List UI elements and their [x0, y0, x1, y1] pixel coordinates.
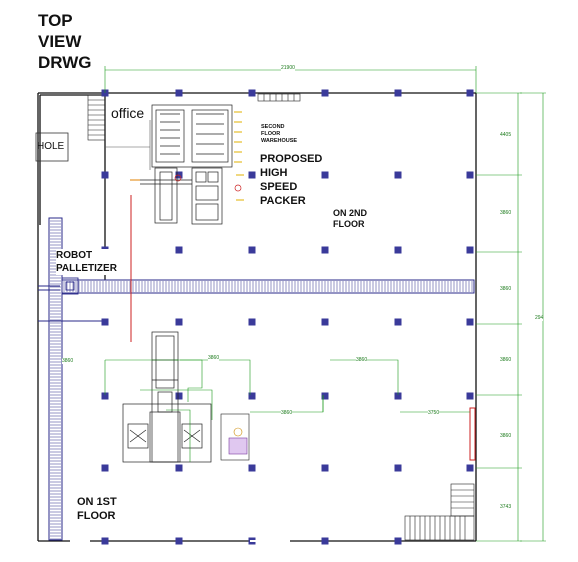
proposed-line-1: PROPOSED: [260, 153, 323, 165]
column: [394, 537, 402, 545]
proposed-line-2: HIGH: [260, 167, 288, 179]
column: [101, 537, 109, 545]
dim-right-3: 3860: [500, 286, 512, 292]
column: [321, 537, 329, 545]
office-label: office: [111, 105, 145, 121]
column: [101, 171, 109, 179]
second-floor-warehouse-label: SECOND FLOOR WAREHOUSE: [261, 124, 297, 145]
column: [321, 171, 329, 179]
dim-right-2: 3860: [500, 210, 512, 216]
column: [175, 464, 183, 472]
first-floor-machine: [122, 331, 212, 463]
dim-mid-1: 3860: [208, 355, 220, 361]
on-1st-line-2: FLOOR: [77, 510, 116, 522]
packer-yellow-marks: [130, 111, 244, 201]
column: [466, 89, 474, 97]
column: [175, 537, 183, 545]
column: [321, 246, 329, 254]
dim-right-1: 4405: [500, 132, 512, 138]
on-1st-line-1: ON 1ST: [77, 496, 117, 508]
column: [466, 246, 474, 254]
dim-right-4: 3860: [500, 357, 512, 363]
red-guides: [130, 195, 476, 461]
dim-overall-right: 294: [535, 315, 544, 321]
column: [321, 392, 329, 400]
building-walls: [37, 92, 477, 542]
on-2nd-line-2: FLOOR: [333, 219, 365, 229]
column: [321, 318, 329, 326]
second-floor-line-3: WAREHOUSE: [261, 138, 298, 144]
title-line-2: VIEW: [38, 32, 82, 51]
top-door: [257, 93, 301, 102]
title-line-3: DRWG: [38, 53, 92, 72]
stairs-top-left: [87, 94, 106, 141]
column: [101, 392, 109, 400]
column: [175, 392, 183, 400]
column: [248, 318, 256, 326]
conveyor-horizontal: [59, 279, 475, 294]
column: [101, 318, 109, 326]
on-2nd-line-1: ON 2ND: [333, 208, 368, 218]
column: [248, 89, 256, 97]
column: [466, 171, 474, 179]
stairs-bottom-right: [404, 483, 475, 541]
column: [248, 171, 256, 179]
second-floor-line-2: FLOOR: [261, 131, 281, 137]
high-speed-packer: [140, 104, 242, 225]
column: [248, 246, 256, 254]
on-1st-floor-label: ON 1ST FLOOR: [77, 495, 117, 523]
column: [248, 392, 256, 400]
proposed-line-4: PACKER: [260, 195, 306, 207]
column: [175, 89, 183, 97]
column: [175, 318, 183, 326]
dimension-lines: [104, 66, 546, 542]
conveyor-vertical: [48, 217, 63, 541]
robot-palletizer: [38, 277, 79, 295]
drawing-title: TOP VIEW DRWG: [38, 10, 92, 73]
hole-label: HOLE: [37, 141, 65, 152]
column: [321, 89, 329, 97]
column: [466, 318, 474, 326]
column: [101, 464, 109, 472]
robot-line-1: ROBOT: [56, 250, 93, 261]
robot-line-2: PALLETIZER: [56, 263, 117, 274]
column: [394, 171, 402, 179]
column: [175, 246, 183, 254]
column: [248, 464, 256, 472]
second-floor-line-1: SECOND: [261, 124, 285, 130]
column: [394, 464, 402, 472]
dim-overall-top: 21900: [281, 65, 295, 71]
small-unit: [220, 413, 250, 461]
hole-box: [35, 132, 69, 162]
column: [321, 464, 329, 472]
dim-mid-3: 3860: [281, 410, 293, 416]
first-floor-green-outline: [140, 359, 213, 462]
proposed-packer-label: PROPOSED HIGH SPEED PACKER: [260, 152, 322, 208]
dim-right-5: 3860: [500, 433, 512, 439]
on-2nd-floor-label: ON 2ND FLOOR: [333, 208, 367, 230]
column: [466, 464, 474, 472]
dim-right-6: 3743: [500, 504, 512, 510]
office-area: [105, 120, 151, 170]
robot-palletizer-label: ROBOT PALLETIZER: [56, 249, 117, 275]
dim-left-1: 3860: [62, 358, 74, 364]
column: [394, 392, 402, 400]
title-line-1: TOP: [38, 11, 73, 30]
dim-mid-2: 3860: [356, 357, 368, 363]
column: [394, 318, 402, 326]
proposed-line-3: SPEED: [260, 181, 298, 193]
column: [394, 89, 402, 97]
column: [466, 392, 474, 400]
dim-mid-4: 3750: [428, 410, 440, 416]
column: [394, 246, 402, 254]
